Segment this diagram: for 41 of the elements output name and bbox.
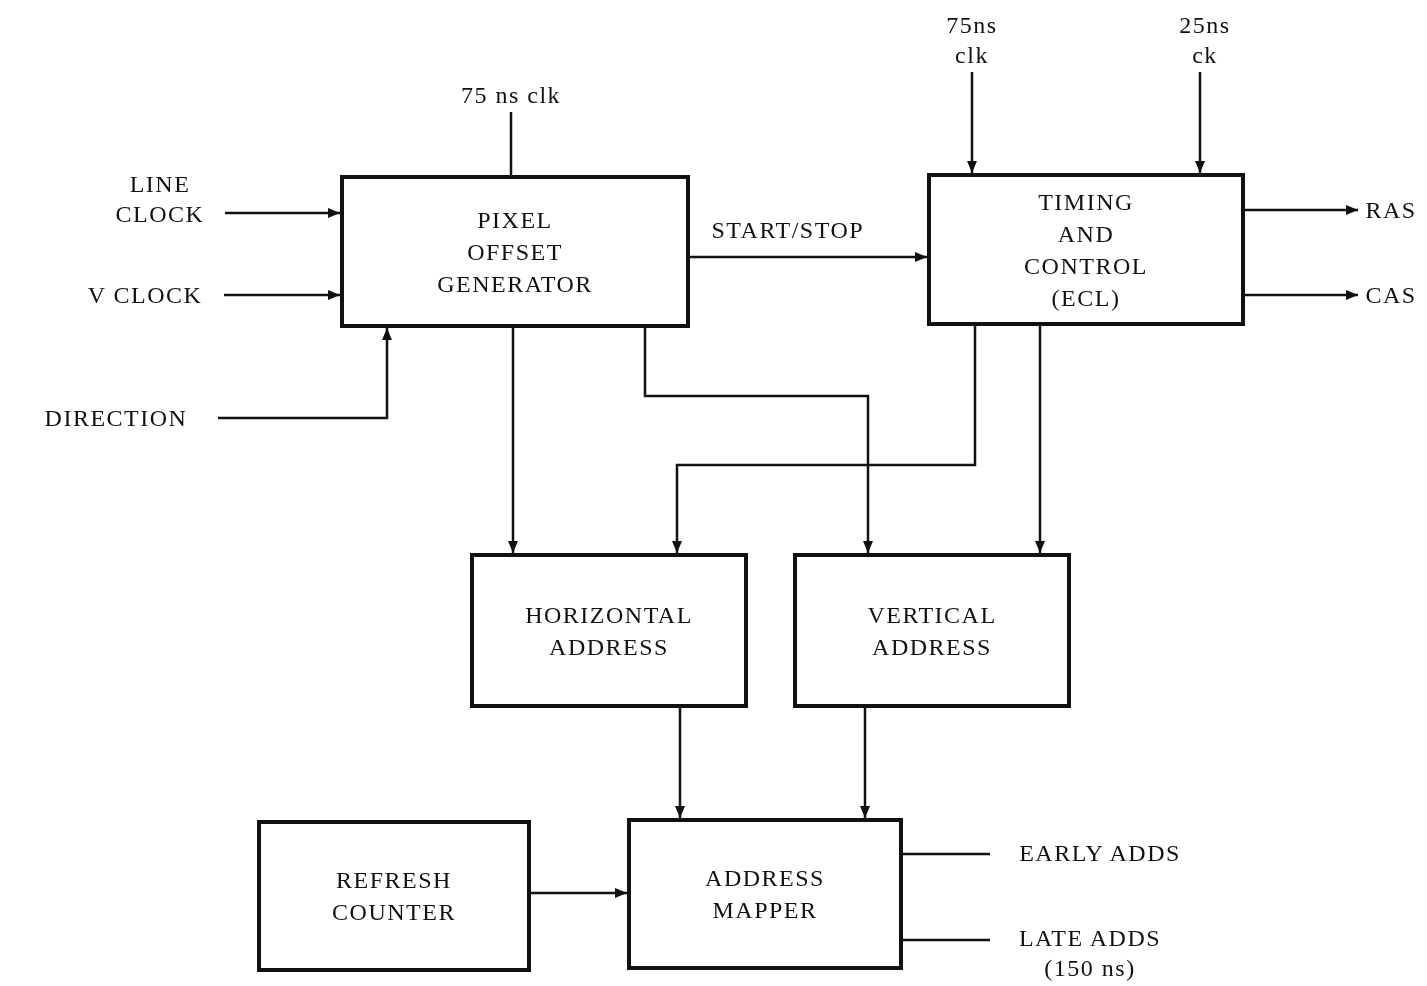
signal-label: LATE ADDS bbox=[1018, 924, 1162, 953]
connector-line bbox=[509, 112, 513, 175]
block-label: ADDRESS MAPPER bbox=[704, 864, 826, 925]
arrow bbox=[675, 708, 685, 818]
block-label: REFRESH COUNTER bbox=[331, 866, 457, 927]
block-label: PIXEL OFFSET GENERATOR bbox=[437, 205, 593, 299]
arrow bbox=[224, 290, 340, 300]
arrow bbox=[1035, 326, 1045, 553]
block-label: HORIZONTAL ADDRESS bbox=[524, 600, 694, 662]
signal-label: 75 ns clk bbox=[460, 81, 562, 110]
block-box bbox=[793, 553, 1071, 708]
block-label: VERTICAL ADDRESS bbox=[866, 600, 998, 662]
signal-label: RAS bbox=[1365, 196, 1417, 225]
signal-label: LINE CLOCK bbox=[114, 170, 206, 229]
signal-label: EARLY ADDS bbox=[1019, 839, 1181, 868]
arrow bbox=[672, 326, 977, 553]
arrow bbox=[1195, 72, 1205, 173]
arrow bbox=[225, 208, 340, 218]
block-box bbox=[927, 173, 1245, 326]
connector-line bbox=[903, 852, 990, 856]
arrow bbox=[218, 328, 392, 420]
signal-label: V CLOCK bbox=[87, 281, 203, 310]
arrow bbox=[1245, 205, 1358, 215]
block-box bbox=[470, 553, 748, 708]
arrow bbox=[967, 72, 977, 173]
arrow bbox=[1245, 290, 1358, 300]
signal-label: DIRECTION bbox=[44, 404, 188, 433]
connector-line bbox=[903, 938, 990, 942]
arrow bbox=[508, 328, 518, 553]
arrow bbox=[860, 708, 870, 818]
block-box bbox=[627, 818, 903, 970]
signal-label: 25ns ck bbox=[1178, 11, 1232, 70]
arrow bbox=[643, 328, 873, 553]
block-label: TIMING AND CONTROL (ECL) bbox=[1023, 187, 1149, 313]
arrow bbox=[690, 252, 927, 262]
signal-label: CAS bbox=[1365, 281, 1417, 310]
signal-label: 75ns clk bbox=[945, 11, 999, 70]
signal-label: (150 ns) bbox=[1044, 954, 1136, 983]
block-box bbox=[340, 175, 690, 328]
arrow bbox=[531, 888, 627, 898]
block-box bbox=[257, 820, 531, 972]
